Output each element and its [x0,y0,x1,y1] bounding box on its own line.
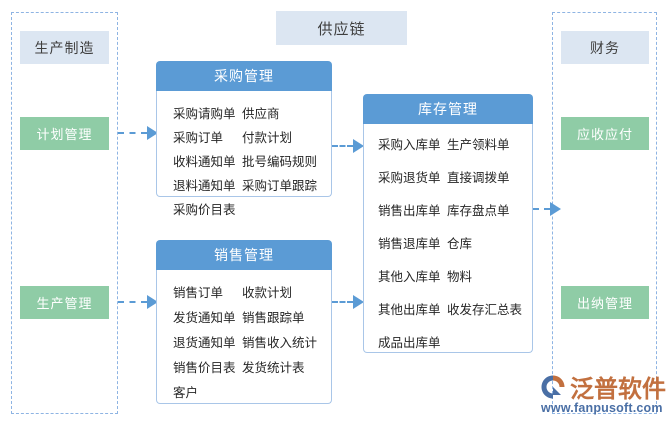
list-item[interactable]: 销售出库单 [378,204,441,218]
page-title: 供应链 [276,11,407,45]
group-header-finance: 财务 [561,31,649,64]
list-item[interactable]: 发货统计表 [241,361,305,375]
arrow-shaft [533,208,550,210]
card-title-bar: 销售管理 [156,240,332,270]
list-item[interactable]: 销售订单 [173,286,224,300]
list-item[interactable]: 付款计划 [241,131,292,145]
brand-url: www.fanpusoft.com [541,401,663,415]
card-column-left: 采购请购单 采购订单 收料通知单 退料通知单 采购价目表 [173,103,242,218]
list-item[interactable]: 销售价目表 [173,361,236,375]
list-item[interactable]: 采购入库单 [378,138,441,152]
arrow-purchase-to-inventory [332,139,364,153]
card-body: 采购请购单 采购订单 收料通知单 退料通知单 采购价目表 供应商 付款计划 批号… [157,91,331,217]
group-finance [552,12,657,414]
fanpu-logo-icon [540,374,566,405]
list-item[interactable]: 收料通知单 [173,155,236,169]
card-title-bar: 库存管理 [363,94,533,124]
module-plan-management[interactable]: 计划管理 [20,117,109,150]
card-title: 库存管理 [418,101,478,117]
list-item[interactable]: 物料 [446,270,472,284]
list-item[interactable]: 销售跟踪单 [241,311,305,325]
arrow-production-to-sales [118,295,158,309]
module-label: 应收应付 [576,127,633,142]
list-item[interactable]: 发货通知单 [173,311,236,325]
arrow-shaft [118,301,147,303]
card-column-right: 收款计划 销售跟踪单 销售收入统计 发货统计表 [242,282,317,401]
arrow-shaft [332,145,353,147]
card-column-left: 销售订单 发货通知单 退货通知单 销售价目表 客户 [173,282,242,401]
card-column-right: 供应商 付款计划 批号编码规则 采购订单跟踪 [242,103,317,218]
list-item[interactable]: 直接调拨单 [446,171,510,185]
arrow-head [353,295,364,309]
list-item[interactable]: 销售退库单 [378,237,441,251]
arrow-head [147,126,158,140]
list-item[interactable]: 收发存汇总表 [446,303,522,317]
card-sales-management: 销售管理 销售订单 发货通知单 退货通知单 销售价目表 客户 收款计划 销售跟踪… [156,240,332,404]
arrow-shaft [118,132,147,134]
list-item[interactable]: 采购价目表 [173,203,236,217]
card-body: 销售订单 发货通知单 退货通知单 销售价目表 客户 收款计划 销售跟踪单 销售收… [157,270,331,403]
arrow-shaft [332,301,353,303]
card-purchase-management: 采购管理 采购请购单 采购订单 收料通知单 退料通知单 采购价目表 供应商 付款… [156,61,332,217]
list-item[interactable]: 批号编码规则 [241,155,317,169]
card-title: 销售管理 [214,247,274,263]
list-item[interactable]: 收款计划 [241,286,292,300]
list-item[interactable]: 仓库 [446,237,472,251]
brand-name: 泛普软件 [570,375,666,403]
list-item[interactable]: 采购订单跟踪 [241,179,317,193]
list-item[interactable]: 采购请购单 [173,107,236,121]
page-title-label: 供应链 [317,20,366,38]
card-title-bar: 采购管理 [156,61,332,91]
arrow-sales-to-inventory [332,295,364,309]
group-header-production-manufacturing: 生产制造 [20,31,109,64]
brand-watermark: 泛普软件 [540,374,666,405]
module-receivable-payable[interactable]: 应收应付 [561,117,649,150]
arrow-inventory-to-finance [533,202,561,216]
group-production-manufacturing [11,12,118,414]
card-column-left: 采购入库单 采购退货单 销售出库单 销售退库单 其他入库单 其他出库单 成品出库… [378,134,447,351]
card-body: 采购入库单 采购退货单 销售出库单 销售退库单 其他入库单 其他出库单 成品出库… [364,124,532,352]
list-item[interactable]: 其他出库单 [378,303,441,317]
list-item[interactable]: 客户 [173,386,199,400]
list-item[interactable]: 库存盘点单 [446,204,510,218]
module-label: 计划管理 [36,127,93,142]
module-label: 出纳管理 [576,296,633,311]
module-label: 生产管理 [36,296,93,311]
list-item[interactable]: 退料通知单 [173,179,236,193]
list-item[interactable]: 成品出库单 [378,336,441,350]
card-inventory-management: 库存管理 采购入库单 采购退货单 销售出库单 销售退库单 其他入库单 其他出库单… [363,94,533,353]
arrow-head [353,139,364,153]
card-title: 采购管理 [214,68,274,84]
module-cashier-management[interactable]: 出纳管理 [561,286,649,319]
arrow-head [550,202,561,216]
list-item[interactable]: 采购退货单 [378,171,441,185]
list-item[interactable]: 生产领料单 [446,138,510,152]
arrow-head [147,295,158,309]
card-column-right: 生产领料单 直接调拨单 库存盘点单 仓库 物料 收发存汇总表 [447,134,522,351]
list-item[interactable]: 销售收入统计 [241,336,317,350]
list-item[interactable]: 退货通知单 [173,336,236,350]
list-item[interactable]: 其他入库单 [378,270,441,284]
group-header-label: 生产制造 [34,39,95,56]
arrow-plan-to-purchase [118,126,158,140]
module-production-management[interactable]: 生产管理 [20,286,109,319]
group-header-label: 财务 [590,39,620,56]
list-item[interactable]: 采购订单 [173,131,224,145]
list-item[interactable]: 供应商 [241,107,280,121]
